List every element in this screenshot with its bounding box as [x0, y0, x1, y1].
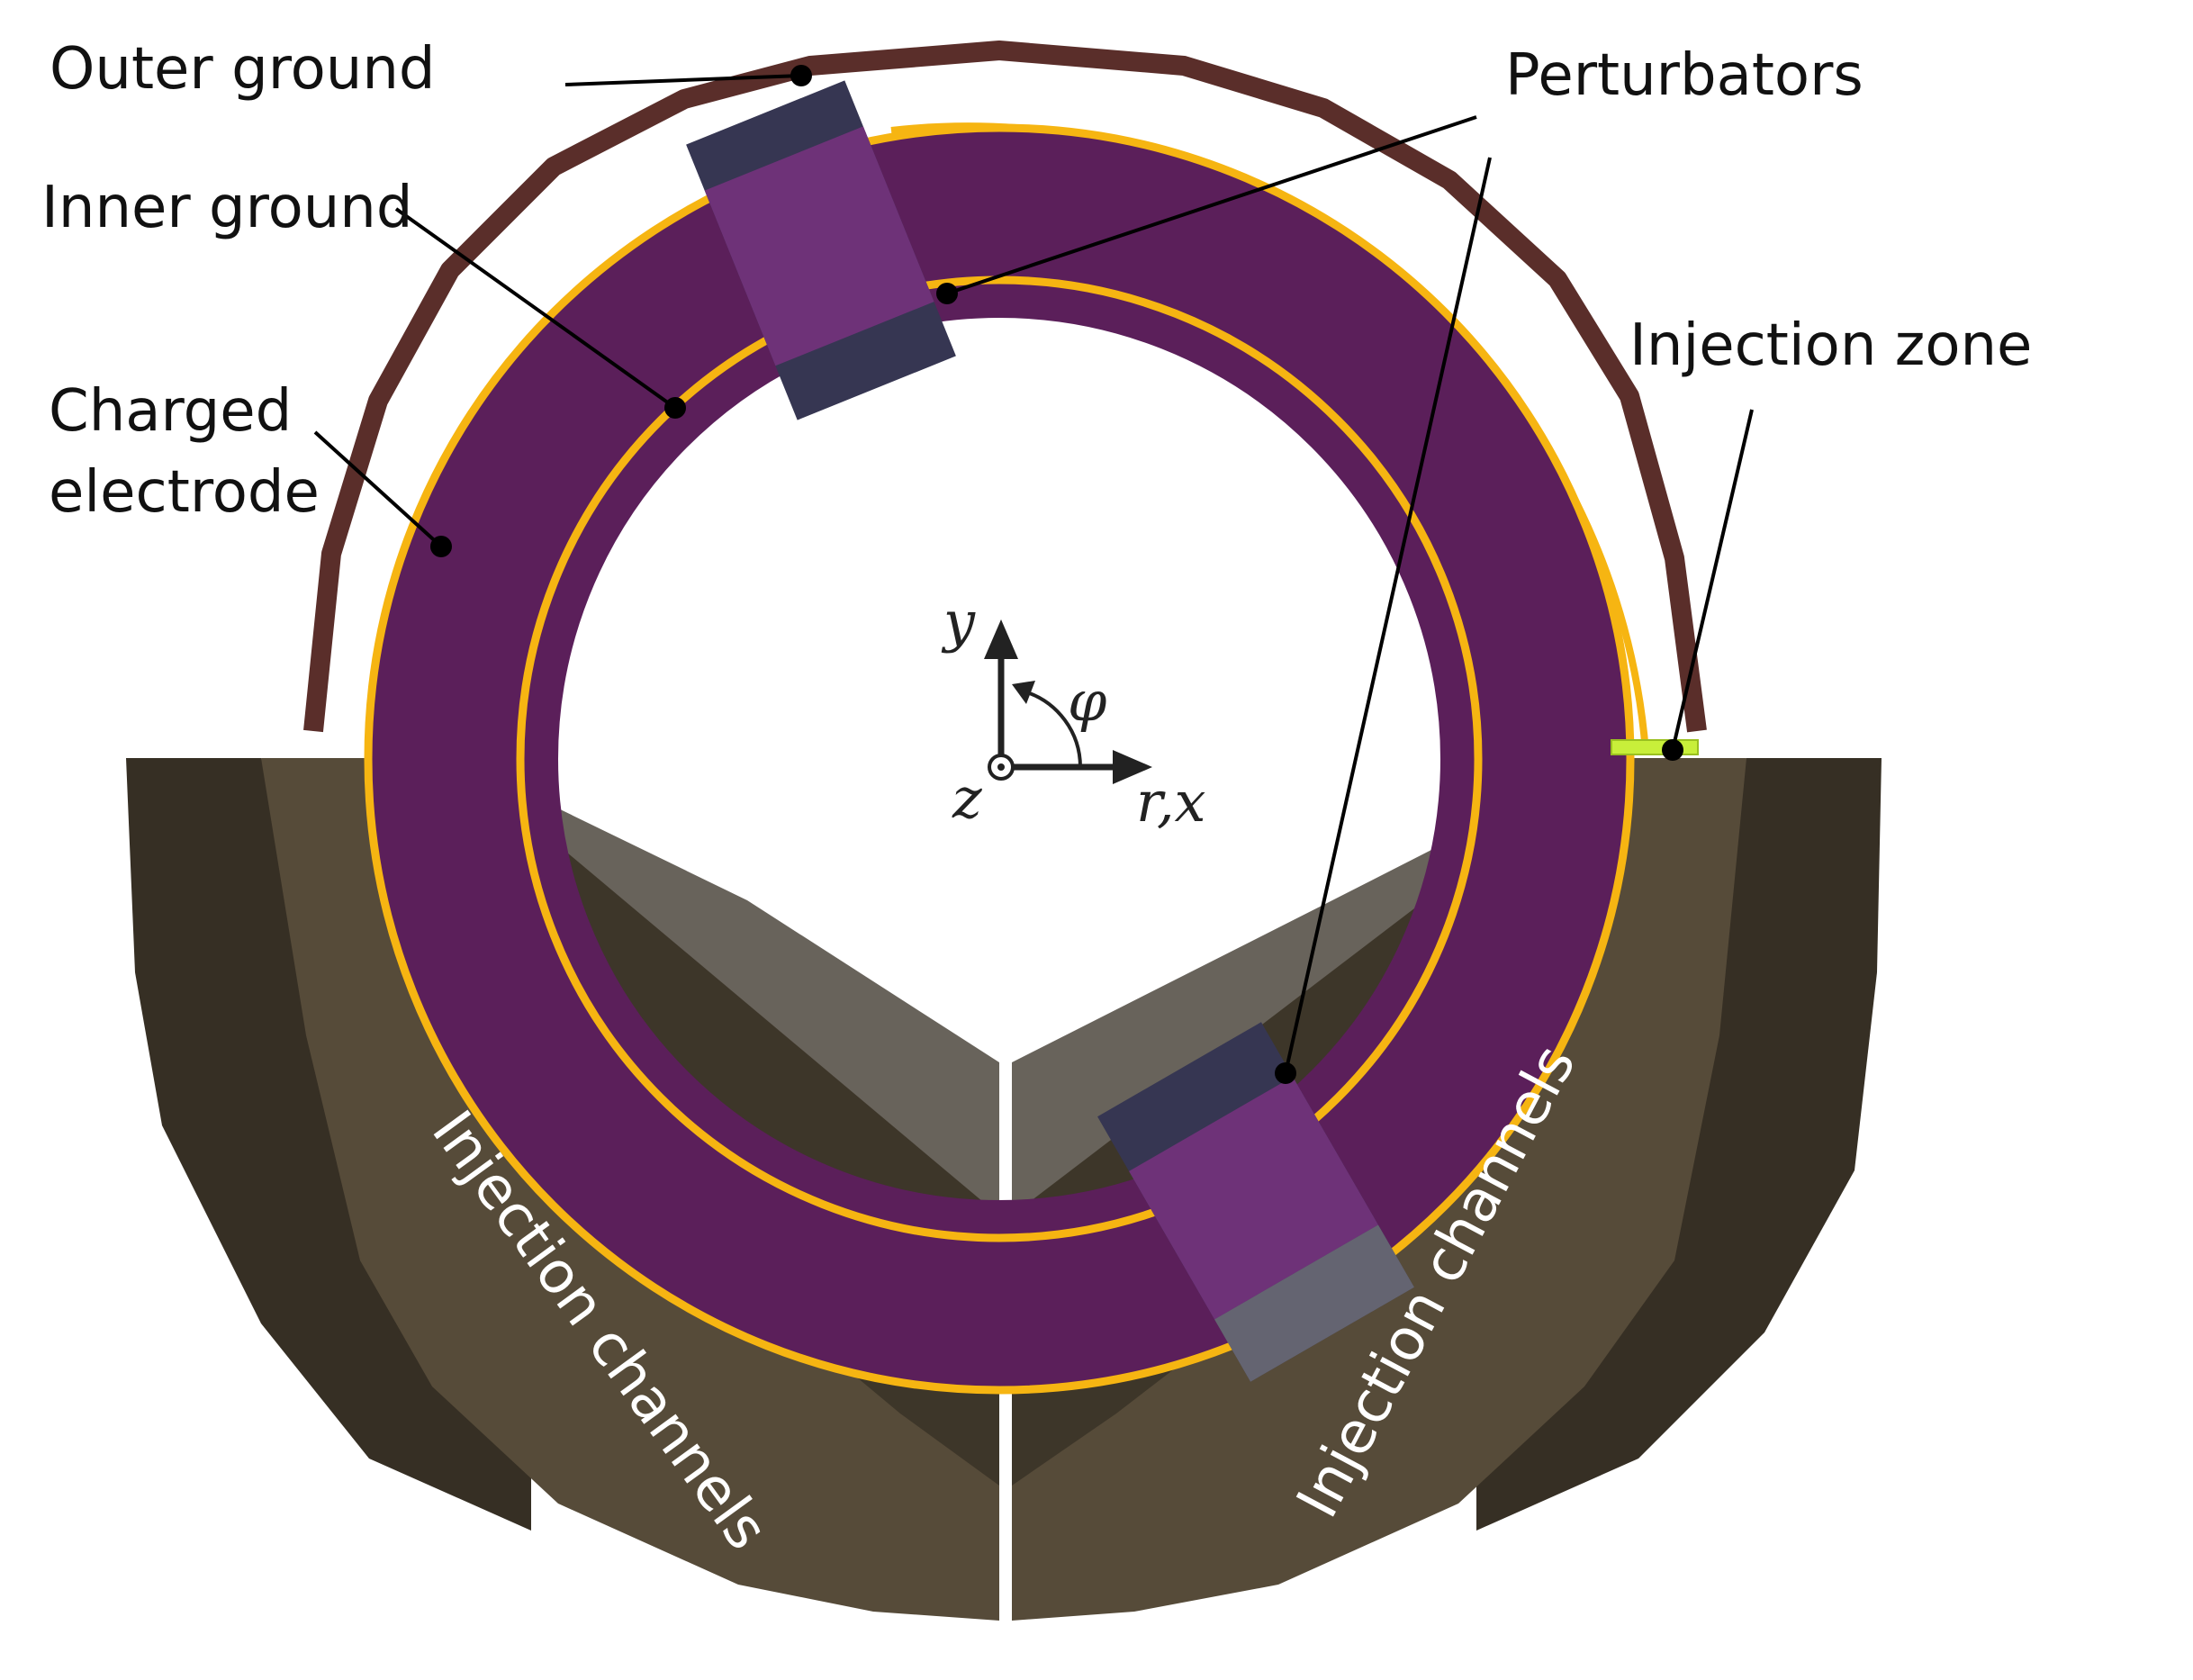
- label-perturbators: Perturbators: [1505, 42, 1864, 109]
- label-charged-electrode-2: electrode: [49, 459, 320, 526]
- phi-arc: [1024, 690, 1082, 768]
- outer-ground: [303, 41, 1707, 733]
- outer-ring-outline: [364, 123, 1635, 1395]
- label-charged-electrode-1: Charged: [49, 378, 292, 445]
- channel-divider: [999, 1350, 1012, 1630]
- y-axis-arrowhead: [984, 619, 1018, 659]
- z-axis-dot: [997, 763, 1005, 771]
- charged-electrode-ring: [369, 129, 1629, 1389]
- dot-perturbator-top: [936, 283, 958, 304]
- perturbator-top: [686, 80, 956, 420]
- leader-charged-electrode: [313, 430, 443, 548]
- label-outer-ground: Outer ground: [50, 36, 436, 103]
- perturbator-bottom: [1097, 1022, 1414, 1382]
- axis-label-y: y: [941, 589, 976, 655]
- leader-inner-ground: [394, 207, 677, 410]
- phi-arrowhead: [1012, 681, 1035, 704]
- dot-charged-electrode: [430, 536, 452, 557]
- inner-ground-outline: [516, 275, 1483, 1242]
- x-axis-arrowhead: [1113, 750, 1152, 784]
- dot-inner-ground: [664, 397, 686, 419]
- leader-lines: [313, 65, 1754, 1084]
- dot-outer-ground: [790, 65, 812, 86]
- label-inner-ground: Inner ground: [41, 175, 412, 241]
- leader-perturbator-bottom: [1284, 157, 1492, 1074]
- axis-label-phi: φ: [1068, 668, 1107, 734]
- leader-perturbator-top: [946, 115, 1477, 295]
- label-injection-zone: Injection zone: [1629, 312, 2032, 379]
- dot-perturbator-bottom: [1275, 1062, 1296, 1084]
- dot-injection-zone: [1662, 739, 1683, 761]
- injection-zone: [1611, 739, 1699, 755]
- leader-injection-zone: [1671, 409, 1754, 751]
- coordinate-axes: [984, 619, 1152, 784]
- axis-label-r-x: r,x: [1136, 769, 1206, 835]
- leader-outer-ground: [564, 74, 802, 86]
- axis-label-z: z: [952, 765, 982, 831]
